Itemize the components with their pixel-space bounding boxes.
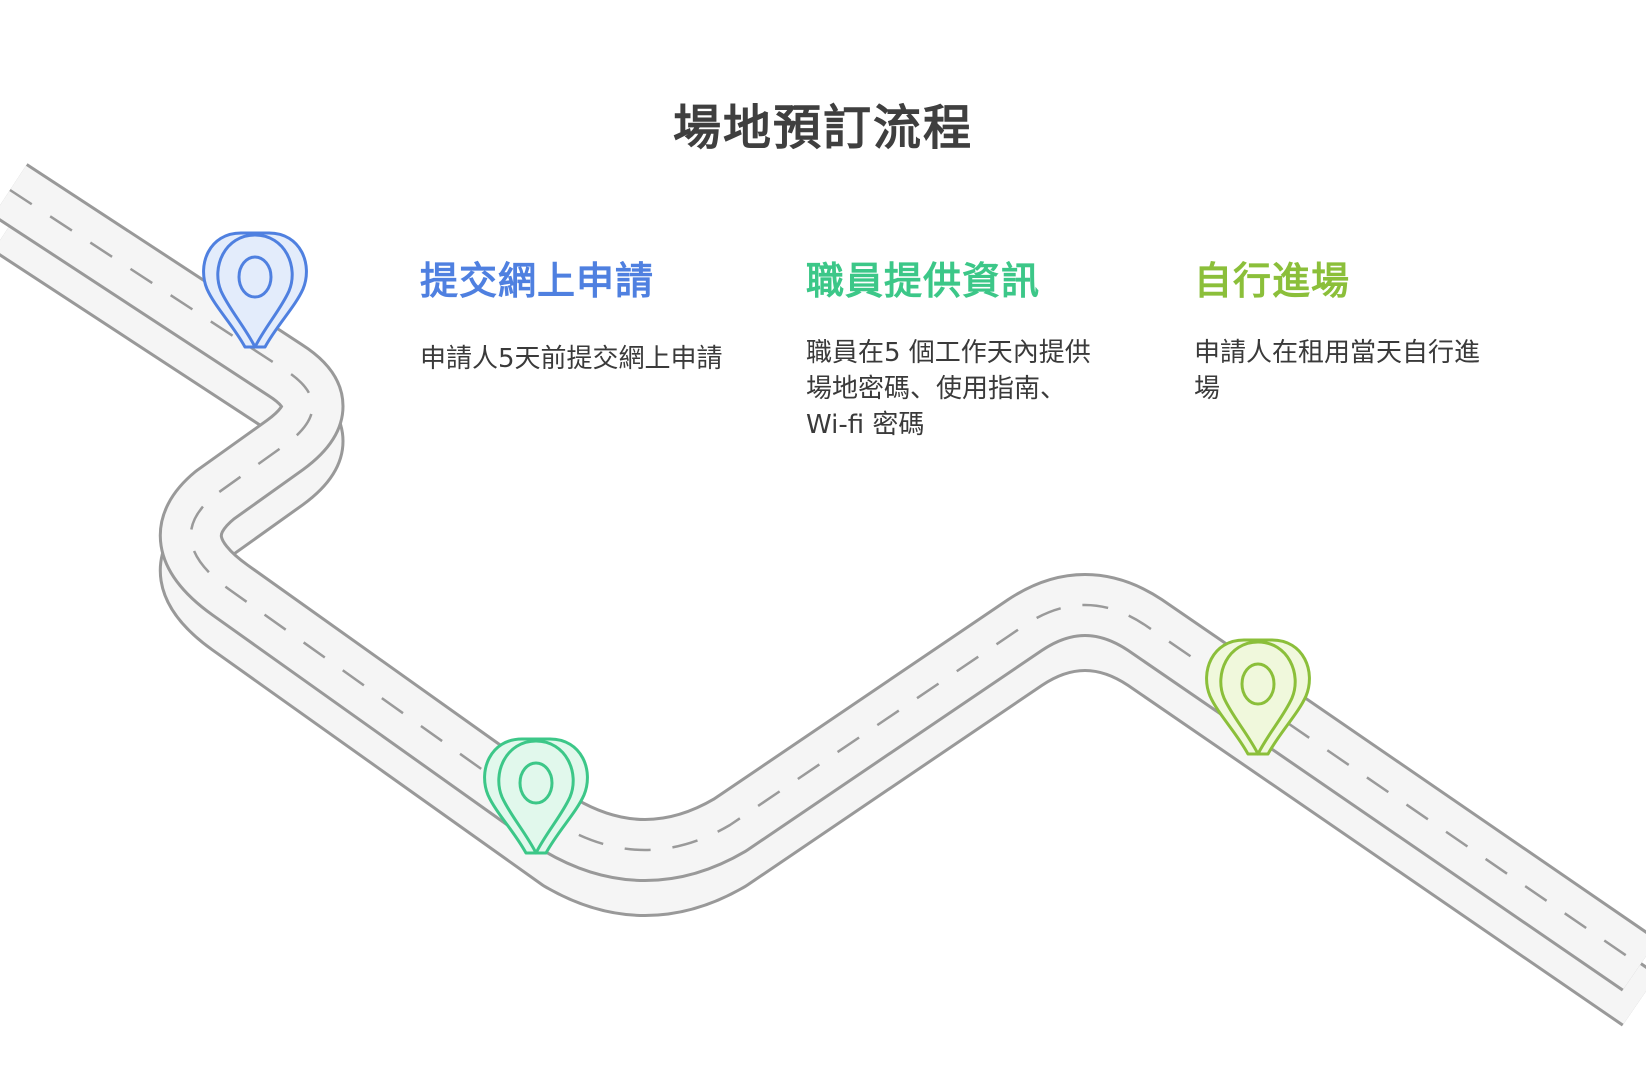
step-description: 申請人5天前提交網上申請 [420,344,723,374]
step-title: 提交網上申請 [420,259,655,303]
step-staff-provides-info: 職員提供資訊 職員在5 個工作天內提供場地密碼、使用指南、Wi-fi 密碼 [806,250,1096,443]
step-title: 職員提供資訊 [806,259,1041,303]
map-pin-icon [1205,638,1311,756]
step-description: 申請人在租用當天自行進場 [1194,338,1481,404]
step-description: 職員在5 個工作天內提供場地密碼、使用指南、Wi-fi 密碼 [806,338,1091,440]
page-title: 場地預訂流程 [672,100,973,156]
road-center-dashes [9,188,1641,967]
step-submit-application: 提交網上申請 申請人5天前提交網上申請 [420,250,800,377]
step-title: 自行進場 [1194,259,1351,303]
map-pin-icon [202,231,308,349]
step-self-entry: 自行進場 申請人在租用當天自行進場 [1194,250,1484,407]
map-pin-icon [483,737,589,855]
